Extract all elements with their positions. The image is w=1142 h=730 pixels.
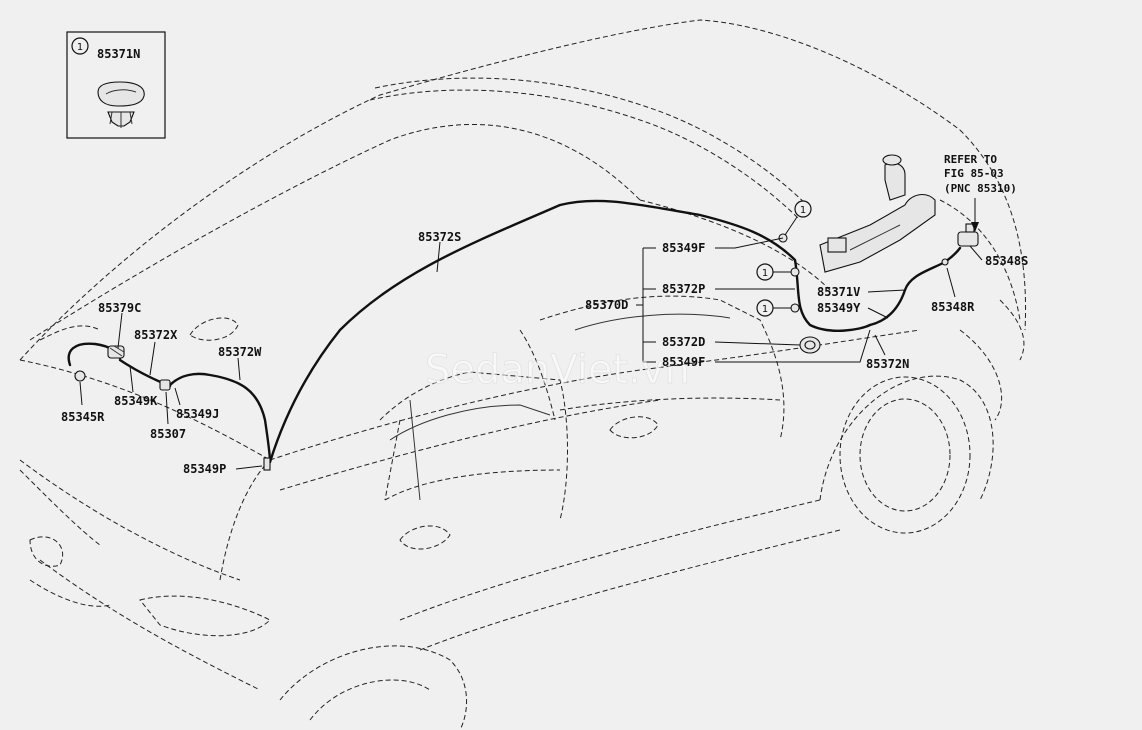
- label-85349f-bottom: 85349F: [662, 355, 705, 369]
- inset-box-85371n: 1 85371N: [66, 31, 166, 139]
- rear-nozzle-85348s: [957, 223, 979, 247]
- label-85372s: 85372S: [418, 230, 461, 244]
- label-85349j: 85349J: [176, 407, 219, 421]
- nozzle-85345r: [74, 370, 86, 382]
- reference-note: REFER TO FIG 85-03 (PNC 85310): [944, 153, 1017, 195]
- callout-marker-2: 1: [762, 268, 768, 279]
- inset-marker: 1: [77, 42, 83, 53]
- part-labels: 85372S 85379C 85372X 85372W 85345R 85349…: [61, 230, 1028, 476]
- clip-icon: [97, 81, 145, 128]
- joint-85307: [159, 379, 171, 391]
- label-85372n: 85372N: [866, 357, 909, 371]
- label-85349f-top: 85349F: [662, 241, 705, 255]
- washer-tank: [819, 154, 936, 273]
- label-85348r: 85348R: [931, 300, 975, 314]
- components: [74, 154, 979, 471]
- clip-85349p: [263, 457, 271, 471]
- label-85349k: 85349K: [114, 394, 158, 408]
- label-85307: 85307: [150, 427, 186, 441]
- label-85372d: 85372D: [662, 335, 705, 349]
- label-85348s: 85348S: [985, 254, 1028, 268]
- label-85372p: 85372P: [662, 282, 705, 296]
- front-nozzle-85379c: [107, 345, 125, 359]
- label-85371v: 85371V: [817, 285, 860, 299]
- label-85345r: 85345R: [61, 410, 105, 424]
- label-85349p: 85349P: [183, 462, 226, 476]
- hose-85372w: [168, 372, 272, 464]
- label-85371n-inset: 85371N: [97, 47, 140, 61]
- reference-line-2: FIG 85-03: [944, 167, 1004, 180]
- callout-marker-3: 1: [762, 304, 768, 315]
- grommet-85372d: [799, 336, 821, 354]
- label-85349y: 85349Y: [817, 301, 861, 315]
- label-85372x: 85372X: [134, 328, 178, 342]
- vehicle-body-outline: [19, 19, 1027, 730]
- callout-markers: 1 1 1: [756, 200, 812, 317]
- reference-line-1: REFER TO: [944, 153, 997, 166]
- callout-marker-1: 1: [800, 205, 806, 216]
- label-85372w: 85372W: [218, 345, 262, 359]
- reference-line-3: (PNC 85310): [944, 182, 1017, 195]
- watermark: SedanViet.vn: [425, 347, 690, 393]
- hose-85372s: [268, 199, 872, 464]
- label-85379c: 85379C: [98, 301, 141, 315]
- washer-hoses: [67, 199, 962, 464]
- hose-85372n: [868, 246, 962, 327]
- label-85370d: 85370D: [585, 298, 628, 312]
- leader-lines: [79, 198, 983, 470]
